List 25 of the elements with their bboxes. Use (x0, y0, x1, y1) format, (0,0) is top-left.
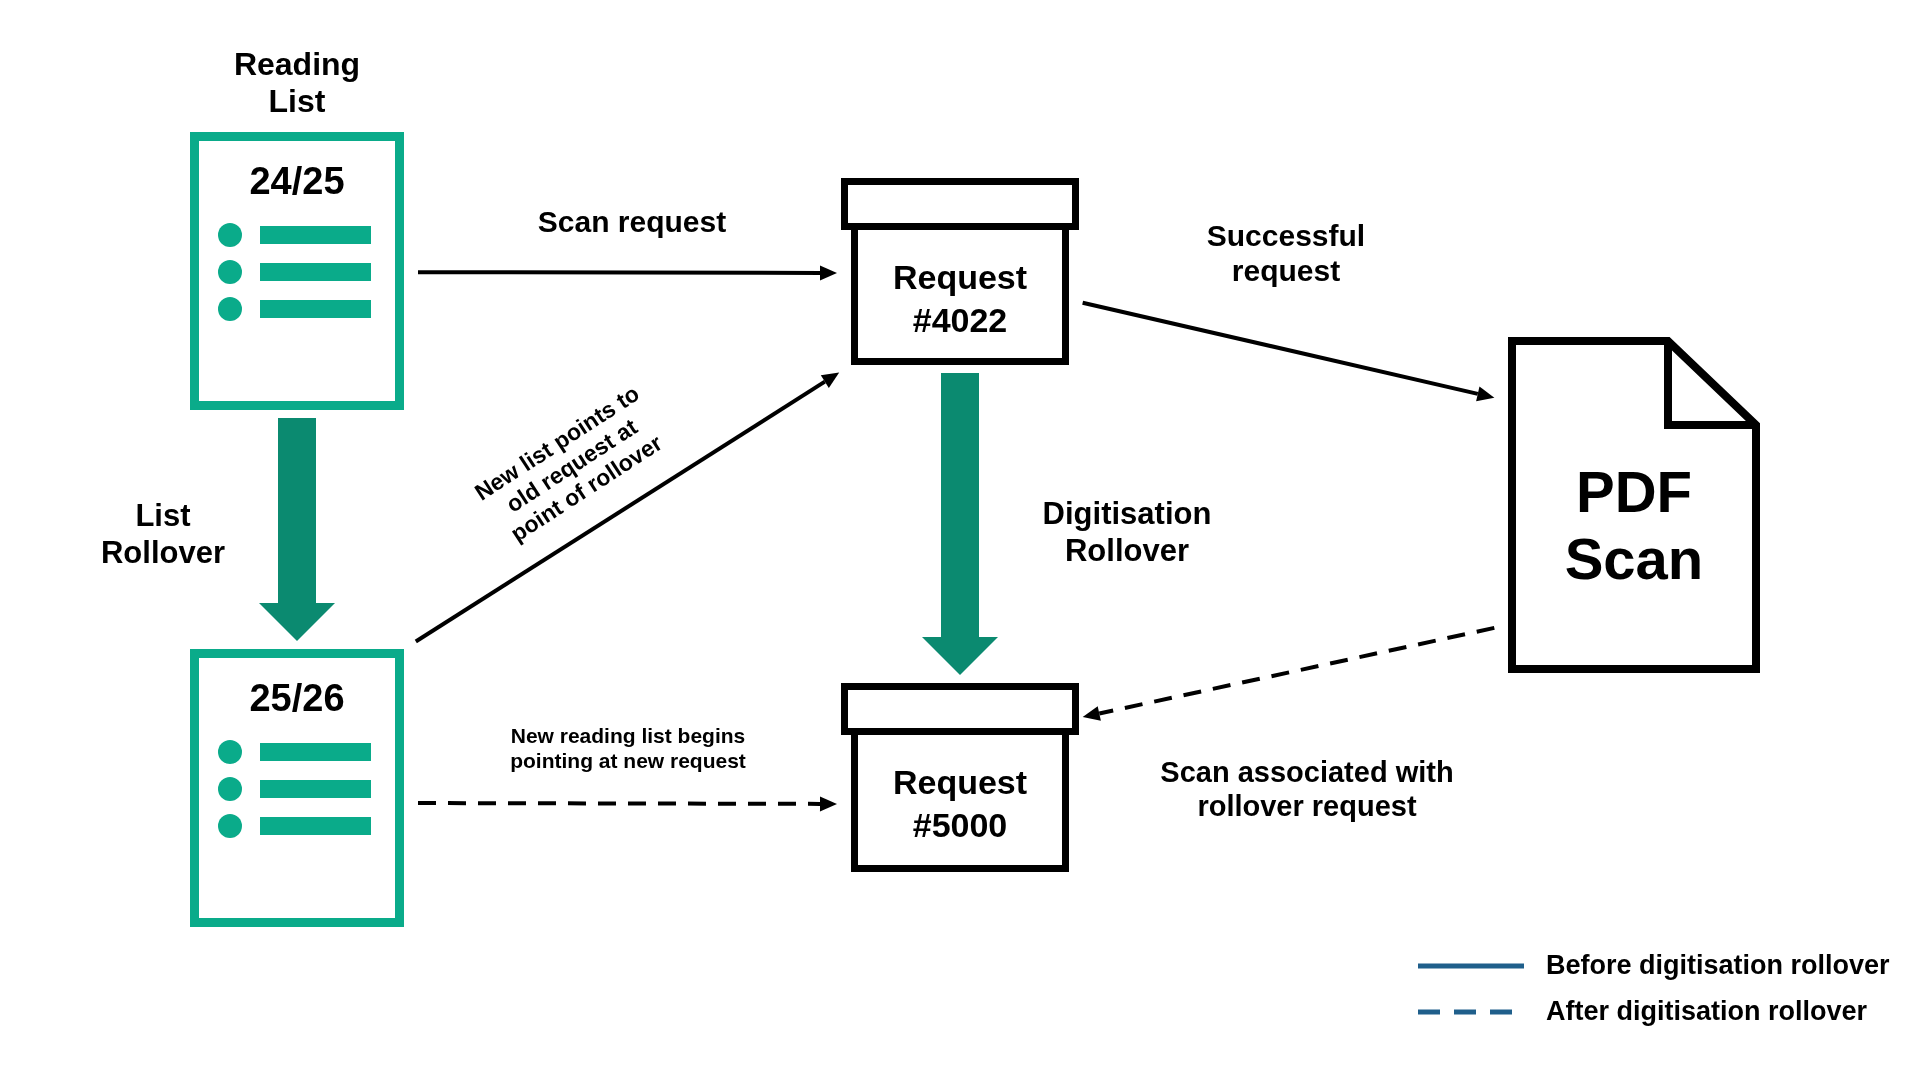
request-label: Request #5000 (891, 762, 1029, 846)
request-label: Request #4022 (891, 257, 1029, 341)
request-box (841, 683, 1079, 872)
edge-label: Scan request (536, 204, 728, 240)
legend-label: Before digitisation rollover (1546, 950, 1890, 981)
arrow (414, 372, 840, 644)
legend-label: After digitisation rollover (1546, 996, 1868, 1027)
dashed-arrow (1082, 625, 1495, 721)
file-document (1508, 337, 1760, 673)
arrow (418, 265, 837, 281)
dashed-arrow (418, 796, 837, 812)
arrow (1082, 300, 1495, 402)
year-label: 25/26 (248, 677, 346, 721)
block-arrow (259, 418, 335, 641)
edge-label: Digitisation Rollover (1041, 496, 1213, 570)
edge-label: Successful request (1205, 217, 1367, 289)
edge-label: List Rollover (100, 498, 226, 572)
heading-text: Reading List (232, 46, 362, 120)
request-box (841, 178, 1079, 365)
block-arrow (922, 373, 998, 675)
year-label: 24/25 (248, 160, 346, 204)
edge-label: New reading list begins pointing at new request (509, 724, 747, 774)
file-label: PDF Scan (1563, 459, 1705, 593)
reading-list-document (190, 649, 404, 927)
edge-label: Scan associated with rollover request (1159, 754, 1455, 824)
